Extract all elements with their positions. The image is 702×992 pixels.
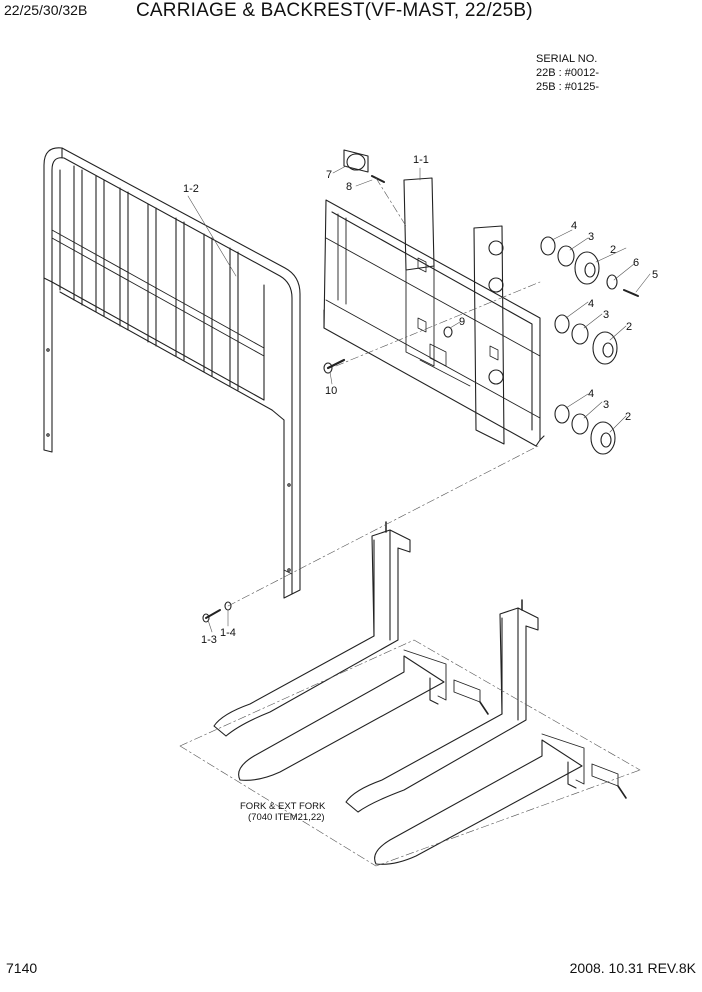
revision-date: 2008. 10.31 REV.8K — [569, 960, 696, 976]
callout-shim-top: 3 — [588, 231, 594, 243]
page-title: CARRIAGE & BACKREST(VF-MAST, 22/25B) — [136, 0, 533, 21]
fork-reference-note: FORK & EXT FORK (7040 ITEM21,22) — [240, 801, 325, 823]
callout-washer-1-4: 1-4 — [220, 627, 236, 639]
leader-lines — [187, 165, 651, 633]
nut-9 — [443, 326, 453, 338]
page-number: 7140 — [6, 960, 38, 976]
callout-washer-mid: 4 — [588, 298, 594, 310]
roller-stack-bottom — [554, 404, 616, 455]
callout-bolt-10: 10 — [325, 385, 337, 397]
backrest-frame — [43, 147, 301, 599]
callout-roller-bottom: 2 — [625, 411, 631, 423]
callout-washer-bottom: 4 — [588, 388, 594, 400]
callout-backrest: 1-2 — [183, 183, 199, 195]
callout-bolt-5: 5 — [652, 269, 658, 281]
callout-shim-bottom: 3 — [603, 399, 609, 411]
callout-washer-6: 6 — [633, 257, 639, 269]
model-code: 22/25/30/32B — [4, 2, 88, 18]
callout-bolt-1-3: 1-3 — [201, 634, 217, 646]
callout-side-roller-7: 7 — [326, 169, 332, 181]
fork-left — [213, 521, 489, 781]
fork-note-line1: FORK & EXT FORK — [240, 801, 326, 812]
roller-stack-mid — [554, 314, 618, 365]
callout-roller-mid: 2 — [626, 321, 632, 333]
callout-nut-9: 9 — [459, 316, 465, 328]
bolt-1-3 — [202, 609, 221, 623]
carriage-frame — [323, 149, 545, 447]
serial-heading: SERIAL NO. — [536, 53, 598, 65]
fork-right — [345, 599, 627, 865]
callout-pin-8: 8 — [346, 181, 352, 193]
bolt-10 — [323, 358, 346, 374]
reference-lines — [179, 177, 641, 867]
fork-note-line2: (7040 ITEM21,22) — [248, 812, 325, 823]
roller-stack-top — [540, 236, 639, 297]
callout-roller-top: 2 — [610, 244, 616, 256]
serial-line-22b: 22B : #0012- — [536, 67, 599, 79]
serial-line-25b: 25B : #0125- — [536, 81, 599, 93]
callout-shim-mid: 3 — [603, 309, 609, 321]
callout-washer-top: 4 — [571, 220, 577, 232]
serial-number-block: SERIAL NO. 22B : #0012- 25B : #0125- — [536, 52, 599, 94]
callout-carriage-plate: 1-1 — [413, 154, 429, 166]
